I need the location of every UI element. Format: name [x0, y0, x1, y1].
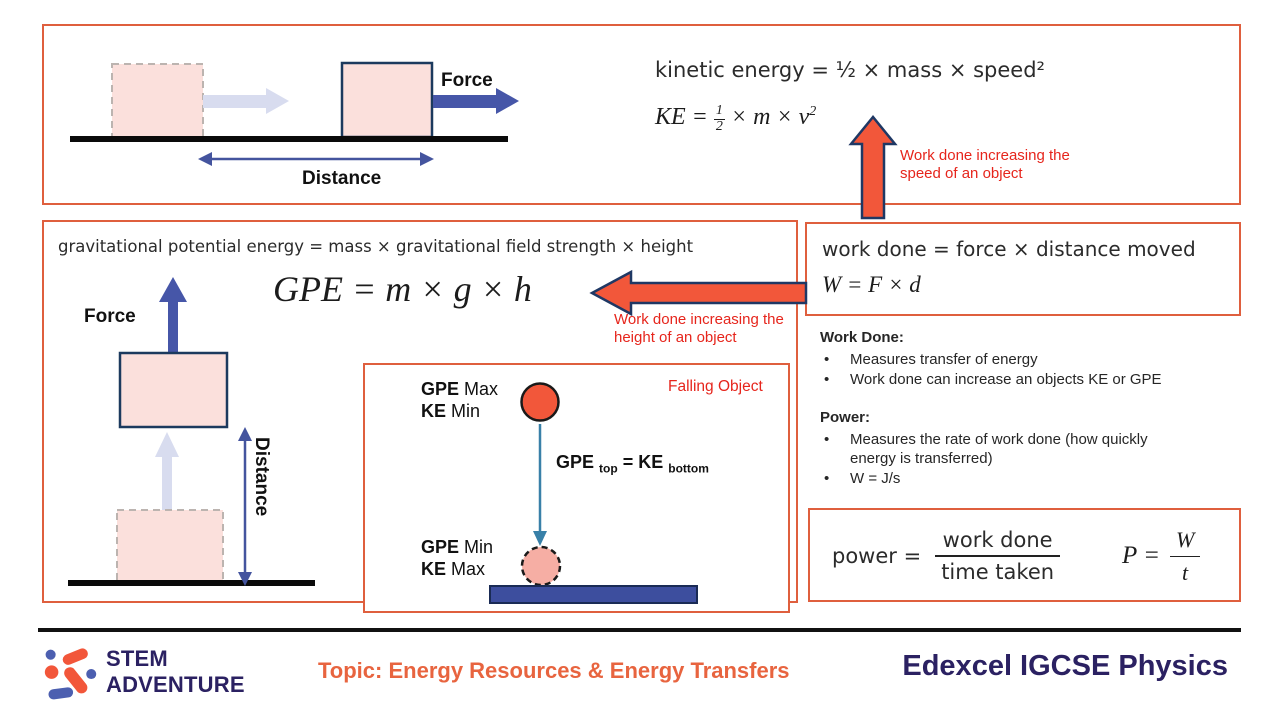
ke-distance-label: Distance [302, 168, 382, 189]
list-item: • Measures transfer of energy [820, 350, 1190, 369]
bullet-icon: • [824, 371, 830, 388]
power-word-fraction: work done time taken [935, 528, 1061, 584]
falling-bottom-ke: KE [421, 559, 447, 579]
work-word-equation: work done = force × distance moved [822, 237, 1196, 261]
topic-label: Topic: Energy Resources & Energy Transfe… [318, 658, 790, 683]
bullet-icon: • [824, 431, 830, 448]
falling-energy-equation: GPE top = KE bottom [556, 452, 709, 476]
falling-bottom-gpe: GPE [421, 537, 460, 557]
power-word-num: work done [942, 528, 1053, 552]
ke-sym-mid: × m × v [730, 104, 810, 130]
work-done-heading: Work Done: [820, 329, 904, 346]
falling-bottom-label: GPE Min KE Max [421, 536, 493, 580]
stem-adventure-logo-icon [44, 648, 97, 700]
falling-eq-gpe: GPE [556, 452, 595, 472]
list-item: • Work done can increase an objects KE o… [820, 370, 1190, 389]
falling-eq-mid: = KE [622, 452, 664, 472]
power-sym-num: W [1175, 526, 1195, 552]
brand-line-1: STEM [106, 646, 168, 671]
power-symbol-equation: P = W t [1122, 522, 1201, 590]
ke-word-equation: kinetic energy = ½ × mass × speed² [655, 58, 1045, 82]
list-item: • Measures the rate of work done (how qu… [820, 430, 1190, 468]
gpe-distance-label: Distance [251, 437, 272, 517]
power-word-pre: power = [832, 544, 922, 568]
falling-top-ke: KE [421, 401, 447, 421]
ke-sym-pre: KE = [655, 104, 708, 130]
falling-top-gpe: GPE [421, 379, 460, 399]
power-sym-den: t [1169, 555, 1201, 586]
power-note-1: Measures the rate of work done (how quic… [850, 431, 1148, 467]
power-heading: Power: [820, 409, 871, 426]
work-symbol-equation: W = F × d [822, 272, 921, 297]
falling-bottom-ke-state: Max [451, 559, 486, 579]
course-title: Edexcel IGCSE Physics [902, 650, 1228, 682]
ke-arrow-note: Work done increasing the speed of an obj… [900, 147, 1070, 182]
power-sym-pre: P = [1122, 542, 1160, 569]
falling-object-panel [363, 363, 790, 613]
gpe-word-equation: gravitational potential energy = mass × … [58, 237, 694, 256]
ke-frac-den: 2 [713, 119, 725, 134]
falling-title: Falling Object [668, 378, 763, 395]
spacer [820, 390, 1190, 408]
work-note-2: Work done can increase an objects KE or … [850, 371, 1162, 388]
work-done-panel [805, 222, 1241, 316]
power-word-den: time taken [935, 555, 1061, 584]
ke-force-label: Force [441, 70, 493, 91]
power-sym-fraction: W t [1169, 526, 1201, 586]
kinetic-energy-panel [42, 24, 1241, 205]
bullet-icon: • [824, 470, 830, 487]
ke-frac-num: 1 [715, 103, 723, 119]
list-item: • W = J/s [820, 469, 1190, 488]
work-note-1: Measures transfer of energy [850, 351, 1038, 368]
brand-line-2: ADVENTURE [106, 672, 245, 697]
falling-eq-sub-bottom: bottom [668, 461, 709, 476]
power-word-equation: power = work done time taken [832, 522, 1061, 590]
falling-eq-sub-top: top [599, 461, 618, 476]
falling-top-gpe-state: Max [464, 379, 499, 399]
falling-bottom-gpe-state: Min [464, 537, 494, 557]
falling-top-ke-state: Min [451, 401, 481, 421]
bullet-icon: • [824, 351, 830, 368]
footer-divider [38, 628, 1241, 632]
falling-top-label: GPE Max KE Min [421, 378, 498, 422]
notes-block: Work Done: • Measures transfer of energy… [820, 328, 1190, 489]
brand-name: STEM ADVENTURE [106, 646, 245, 698]
ke-sym-exponent: 2 [809, 104, 817, 119]
gpe-arrow-note: Work done increasing the height of an ob… [614, 311, 784, 346]
gpe-symbol-equation: GPE = m × g × h [273, 269, 532, 309]
power-note-2: W = J/s [850, 470, 901, 487]
gpe-force-label: Force [84, 306, 136, 327]
